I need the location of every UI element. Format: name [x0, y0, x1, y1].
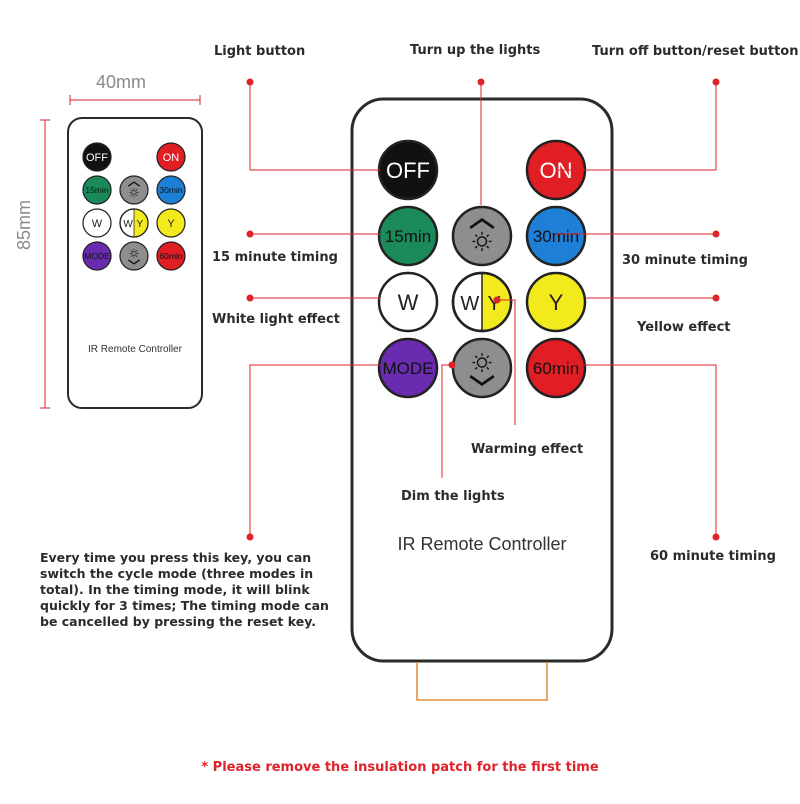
- leader-mode-dot: [246, 533, 254, 541]
- small-button-on-label: ON: [163, 152, 180, 164]
- small-button-y: [156, 208, 186, 238]
- callout-dim-lights: Dim the lights: [401, 489, 505, 504]
- leader-15-minute-dot: [246, 230, 254, 238]
- button-w-label: W: [398, 290, 419, 315]
- leader-turn-up-dot: [477, 78, 485, 86]
- leader-turn-off: [556, 82, 717, 171]
- callout-60-minute: 60 minute timing: [650, 549, 776, 564]
- battery-tab: [416, 662, 548, 701]
- callout-turn-up: Turn up the lights: [410, 43, 541, 58]
- small-button-w: [82, 208, 112, 238]
- leader-warming-effect: [497, 299, 516, 425]
- small-button-wy-label-y: Y: [137, 219, 144, 230]
- leader-30-minute-dot: [712, 230, 720, 238]
- small-button-15min-label: 15min: [85, 185, 108, 195]
- remote-brand-label: IR Remote Controller: [397, 534, 567, 554]
- button-up-brightness-up-icon: [469, 218, 495, 251]
- button-mode: [377, 337, 439, 399]
- small-button-up-brightness-up-icon: [127, 181, 141, 198]
- button-down-brightness-down-icon: [469, 353, 495, 386]
- callout-light-button: Light button: [214, 44, 306, 59]
- leader-turn-off-dot: [712, 78, 720, 86]
- small-button-mode: [82, 241, 112, 271]
- mode-description: Every time you press this key, you can s…: [40, 550, 329, 629]
- callout-warming-effect: Warming effect: [471, 442, 584, 457]
- small-button-wy-ring: [119, 208, 149, 238]
- button-mode-label: MODE: [383, 359, 434, 378]
- callout-30-minute: 30 minute timing: [622, 253, 748, 268]
- width-dimension-label: 40mm: [96, 72, 147, 92]
- small-button-down: [119, 241, 149, 271]
- leader-light-button-dot: [246, 78, 254, 86]
- small-button-60min-label: 60min: [159, 251, 182, 261]
- callout-15-minute: 15 minute timing: [212, 250, 338, 265]
- small-button-30min: [156, 175, 186, 205]
- button-15min-label: 15min: [385, 227, 431, 246]
- insulation-notice: * Please remove the insulation patch for…: [201, 760, 599, 775]
- button-y-label: Y: [549, 290, 564, 315]
- leader-light-button: [249, 82, 380, 171]
- height-dimension-label: 85mm: [14, 199, 34, 250]
- button-30min: [525, 205, 587, 267]
- button-15min: [377, 205, 439, 267]
- small-button-60min: [156, 241, 186, 271]
- small-button-off-label: OFF: [86, 152, 108, 164]
- leader-dim-lights-dot: [448, 361, 456, 369]
- small-button-15min: [82, 175, 112, 205]
- button-off-label: OFF: [386, 158, 430, 183]
- small-button-wy-yellow-half: [134, 209, 148, 237]
- button-60min-label: 60min: [533, 359, 579, 378]
- button-60min: [525, 337, 587, 399]
- small-button-down-brightness-down-icon: [127, 248, 141, 265]
- small-button-off: [82, 142, 112, 172]
- callout-yellow-effect: Yellow effect: [637, 320, 731, 335]
- small-button-w-label: W: [92, 218, 103, 230]
- leader-yellow-effect-dot: [712, 294, 720, 302]
- button-wy-ring: [451, 271, 513, 333]
- small-remote-brand-label: IR Remote Controller: [88, 344, 182, 355]
- small-button-30min-label: 30min: [159, 185, 182, 195]
- small-button-wy-label-w: W: [123, 219, 133, 230]
- leader-mode: [249, 364, 380, 537]
- callout-white-effect: White light effect: [212, 312, 340, 327]
- small-button-on: [156, 142, 186, 172]
- leader-60-minute-dot: [712, 533, 720, 541]
- callout-turn-off-reset: Turn off button/reset button: [592, 44, 799, 59]
- button-up: [451, 205, 513, 267]
- small-button-y-label: Y: [167, 218, 175, 230]
- leader-white-effect-dot: [246, 294, 254, 302]
- button-y: [525, 271, 587, 333]
- button-down: [451, 337, 513, 399]
- button-wy-label-y: Y: [488, 293, 501, 315]
- small-button-mode-label: MODE: [84, 251, 110, 261]
- button-30min-label: 30min: [533, 227, 579, 246]
- small-button-up: [119, 175, 149, 205]
- leader-warming-effect-dot: [493, 296, 501, 304]
- button-wy-label-w: W: [460, 293, 479, 315]
- button-w: [377, 271, 439, 333]
- leader-60-minute: [555, 364, 717, 537]
